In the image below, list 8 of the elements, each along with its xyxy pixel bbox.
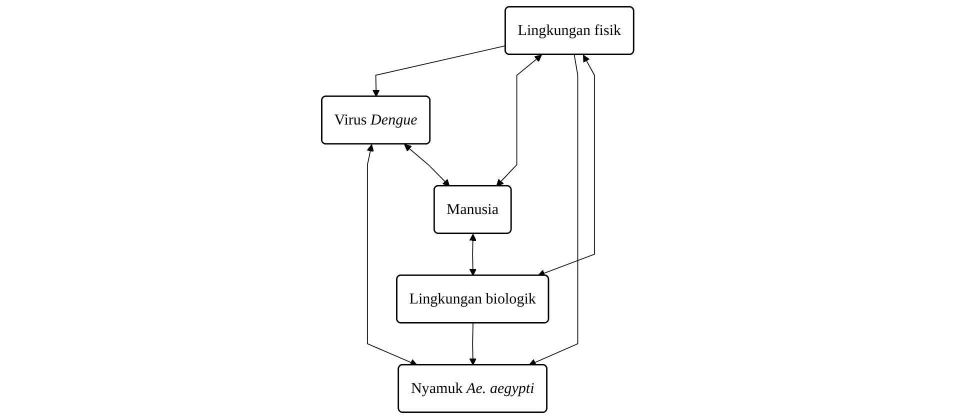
arrow bbox=[404, 144, 450, 186]
arrow bbox=[470, 234, 477, 276]
arrow bbox=[496, 54, 542, 186]
arrow bbox=[470, 322, 477, 366]
arrow bbox=[367, 144, 418, 366]
arrow bbox=[529, 54, 579, 366]
arrow bbox=[372, 45, 506, 97]
arrow bbox=[538, 54, 596, 277]
